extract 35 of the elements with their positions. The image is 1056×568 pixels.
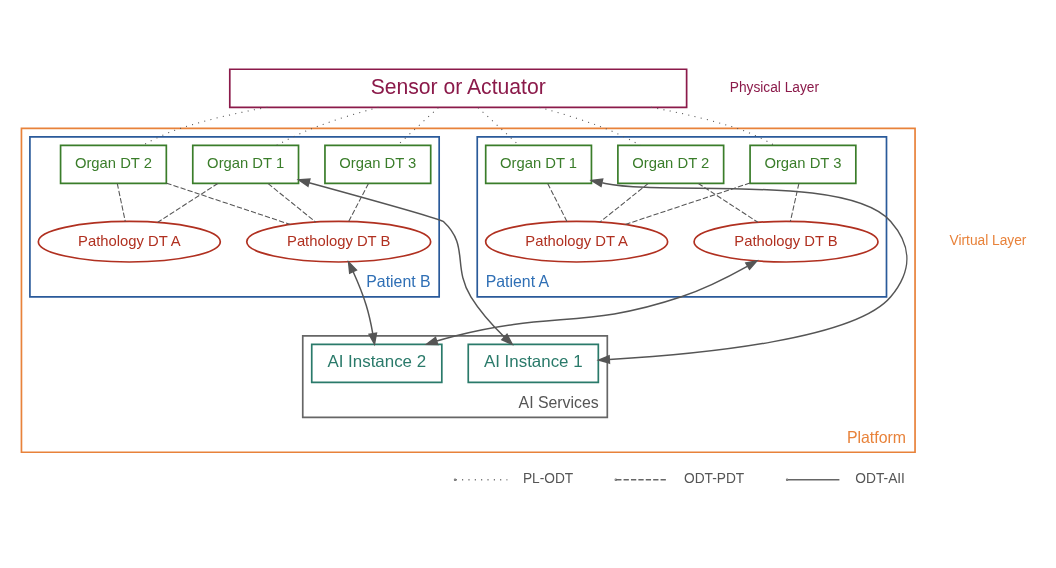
- node-box: Organ DT 2: [617, 144, 725, 185]
- connector: [477, 107, 520, 146]
- node-box: Organ DT 2: [59, 144, 168, 185]
- connector: [166, 182, 291, 225]
- connector: [789, 183, 800, 222]
- connector: [267, 183, 317, 223]
- node-box: Organ DT 3: [749, 144, 857, 185]
- connector: [624, 182, 751, 226]
- arrow: [424, 259, 759, 346]
- connector: [157, 182, 219, 223]
- connector: [547, 183, 568, 223]
- node-ellipse: Pathology DT A: [484, 220, 669, 263]
- connector: [276, 106, 379, 146]
- node-box: AI Instance 2: [310, 343, 443, 384]
- node-box: Organ DT 1: [484, 144, 593, 185]
- node-ellipse: Pathology DT B: [245, 220, 432, 263]
- node-ellipse: Pathology DT B: [693, 220, 879, 263]
- connector: [650, 106, 775, 146]
- legend-label: ODT-AII: [855, 471, 905, 487]
- connector: [599, 183, 649, 223]
- node-box: Sensor or Actuator: [228, 68, 688, 109]
- node-box: AI Instance 1: [467, 343, 600, 384]
- legend-label: PL-ODT: [522, 471, 574, 487]
- connector: [396, 107, 439, 146]
- arrow: [296, 178, 514, 346]
- arrow: [589, 178, 908, 365]
- connector: [697, 182, 759, 223]
- arrow: [347, 260, 378, 347]
- legend-label: ODT-PDT: [683, 471, 745, 487]
- label: Virtual Layer: [949, 233, 1027, 249]
- connector: [116, 183, 126, 222]
- node-ellipse: Pathology DT A: [37, 220, 222, 263]
- node-box: Organ DT 3: [324, 144, 432, 185]
- node-box: Organ DT 1: [191, 144, 300, 185]
- label: Physical Layer: [729, 79, 820, 95]
